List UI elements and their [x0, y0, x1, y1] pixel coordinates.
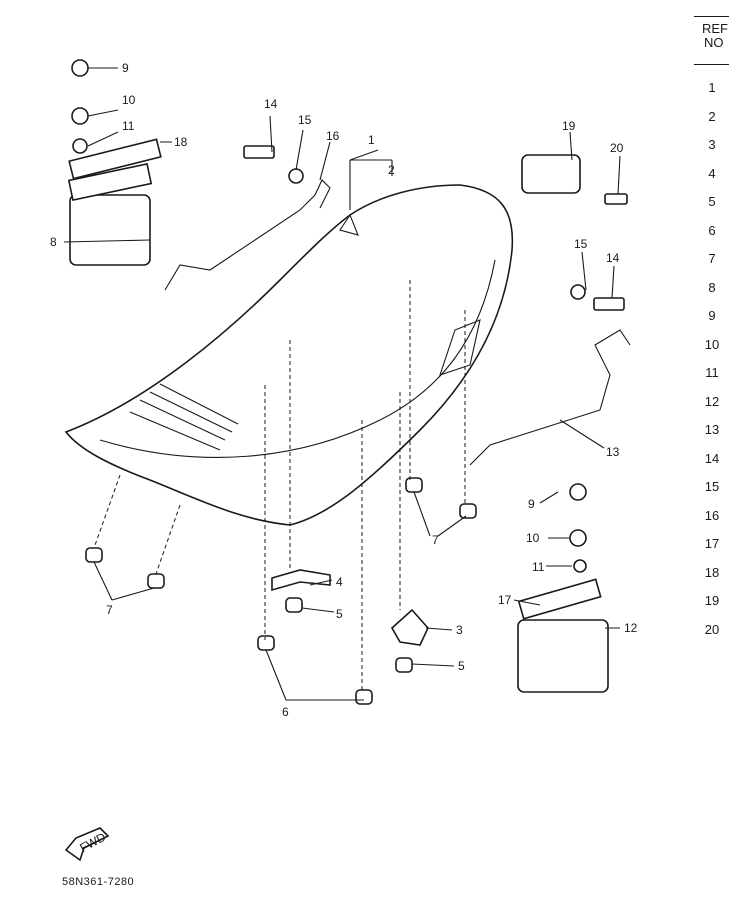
ref-number: 16: [704, 507, 720, 523]
callout-4: 4: [336, 575, 343, 589]
callout-17: 17: [498, 593, 512, 607]
callout-10-right: 10: [526, 531, 540, 545]
ref-number: 20: [704, 621, 720, 637]
ref-number: 13: [704, 422, 720, 437]
bolt-14-left: [243, 145, 275, 159]
bolt-14-right: [593, 297, 625, 311]
ref-top-rule: [694, 16, 729, 17]
ref-number: 4: [708, 165, 716, 181]
callout-10-top: 10: [122, 93, 136, 107]
plate-18: [68, 138, 162, 180]
ref-number: 14: [704, 450, 720, 466]
lock-plate-left: [67, 162, 153, 202]
diagram-code: 58N361-7280: [62, 876, 135, 888]
seat-side-panel: [439, 319, 481, 376]
seat-hook: [339, 213, 359, 236]
ref-header-line1: REF: [702, 21, 728, 36]
fwd-arrow: [64, 827, 110, 862]
ref-number: 17: [704, 536, 720, 551]
callout-20: 20: [610, 141, 624, 155]
callout-5-right: 5: [458, 659, 465, 673]
callout-16: 16: [326, 129, 340, 143]
seat-lock-left: [69, 194, 151, 266]
callout-6: 6: [282, 705, 289, 719]
seat-inner-edge: [99, 259, 496, 458]
callout-18: 18: [174, 135, 188, 149]
damper-7b: [459, 503, 477, 519]
ref-header-line2: NO: [704, 35, 724, 50]
damper-7a: [405, 477, 423, 493]
callout-14-left: 14: [264, 97, 278, 111]
callout-7-right: 7: [432, 533, 439, 547]
washer-15-right: [570, 284, 586, 300]
bracket-3: [390, 608, 429, 646]
ref-number: 3: [708, 137, 716, 152]
washer-11-left: [72, 138, 88, 154]
catch-19: [521, 154, 581, 194]
bolt-20: [604, 193, 628, 205]
callout-11-top: 11: [122, 119, 135, 133]
bracket-4: [271, 569, 331, 592]
callout-9-right: 9: [528, 497, 535, 511]
callout-8: 8: [50, 235, 57, 249]
callout-11-right: 11: [532, 560, 545, 574]
seat: [64, 184, 514, 526]
callout-5-left: 5: [336, 607, 343, 621]
callout-14-right: 14: [606, 251, 620, 265]
ref-header: REF NO: [702, 22, 728, 50]
washer-11-right: [573, 559, 587, 573]
ref-number: 19: [704, 593, 720, 608]
bracket-right: [469, 329, 631, 466]
callout-7-left: 7: [106, 603, 113, 617]
washer-10-left: [71, 107, 89, 125]
callout-3: 3: [456, 623, 463, 637]
ref-number: 2: [708, 108, 716, 124]
damper-6a: [257, 635, 275, 651]
bracket-left: [164, 179, 331, 291]
ref-number: 7: [708, 251, 716, 266]
seat-strap: [129, 383, 239, 451]
assembly-lines: [93, 280, 466, 690]
callout-13: 13: [606, 445, 620, 459]
ref-header-rule: [694, 64, 729, 65]
ref-number: 5: [708, 194, 716, 209]
damper-6b: [355, 689, 373, 705]
ref-number: 1: [708, 80, 716, 95]
lock-plate-right: [517, 578, 602, 620]
damper-7d: [147, 573, 165, 589]
damper-5a: [285, 597, 303, 613]
screw-9-right: [569, 483, 587, 501]
callout-15-left: 15: [298, 113, 312, 127]
ref-number: 18: [704, 564, 720, 580]
screw-9-left: [71, 59, 89, 77]
callout-15-right: 15: [574, 237, 588, 251]
damper-7c: [85, 547, 103, 563]
damper-5b: [395, 657, 413, 673]
washer-15-left: [288, 168, 304, 184]
ref-number: 15: [704, 479, 720, 494]
ref-number: 6: [708, 222, 716, 238]
callout-9-top: 9: [122, 61, 129, 75]
washer-10-right: [569, 529, 587, 547]
callout-2: 2: [388, 163, 395, 177]
leader-lines: [63, 67, 621, 701]
ref-number: 12: [704, 393, 720, 409]
ref-number: 11: [705, 365, 719, 380]
callout-12: 12: [624, 621, 638, 635]
ref-number: 9: [708, 308, 716, 323]
seat-lock-right: [517, 619, 609, 693]
callout-1: 1: [368, 133, 375, 147]
ref-number: 10: [704, 336, 720, 352]
ref-number: 8: [708, 279, 716, 295]
callout-19: 19: [562, 119, 576, 133]
